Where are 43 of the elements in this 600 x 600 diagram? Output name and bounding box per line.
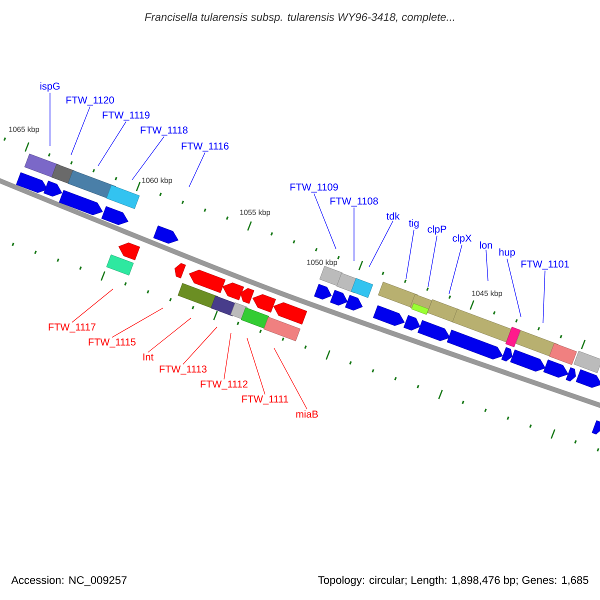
gene-label: FTW_1115 [88, 338, 136, 348]
gene-label: FTW_1119 [102, 112, 150, 120]
gene-label: FTW_1116 [182, 142, 229, 152]
gene-label: clpP [428, 225, 446, 235]
gene-label: FTW_1101 [521, 260, 569, 270]
leader-line [542, 270, 546, 324]
leader-line [406, 230, 414, 280]
gene-label: FTW_1118 [140, 126, 188, 136]
leader-line [506, 258, 522, 318]
leader-line [368, 220, 394, 268]
leader-line [148, 318, 192, 353]
leader-line [486, 250, 488, 282]
gene-label: Int [143, 354, 154, 360]
title: Francisella tularensis subsp. tularensis WY96-3418, complete... [144, 12, 454, 24]
gene-label: FTW_1112 [200, 380, 248, 390]
leader-line [274, 348, 308, 410]
leader-line [112, 308, 164, 338]
leader-line [182, 326, 218, 365]
gene-label: FTW_1109 [290, 184, 338, 192]
leader-line [448, 244, 462, 294]
gene-label: FTW_1120 [66, 96, 114, 106]
gene-label: clpX [452, 234, 472, 244]
leader-line [72, 288, 114, 323]
gene-label: lon [480, 241, 492, 249]
leader-line [98, 121, 126, 166]
leader-line [132, 136, 164, 180]
leader-line [70, 106, 90, 156]
gene-label: tdk [386, 212, 400, 220]
gene-label: FTW_1117 [48, 324, 96, 332]
gene-label: FTW_1113 [160, 366, 207, 374]
gene-label: tig [408, 219, 419, 229]
leader-line [188, 152, 206, 188]
leader-line [224, 332, 232, 380]
gene-label: FTW_1111 [242, 396, 288, 404]
gene-label: FTW_1108 [330, 198, 378, 206]
footer-text: Accession: NC_009257 [11, 576, 127, 586]
leader-line [428, 236, 438, 288]
gene-label: ispG [40, 82, 60, 92]
gene-label: hup [499, 248, 515, 258]
leader-line [314, 193, 336, 250]
leader-line [246, 338, 266, 395]
gene-label: miaB [296, 410, 318, 418]
footer-text: Topology: circular; Length: 1,898,476 bp; Genes: 1,685 [318, 576, 588, 586]
